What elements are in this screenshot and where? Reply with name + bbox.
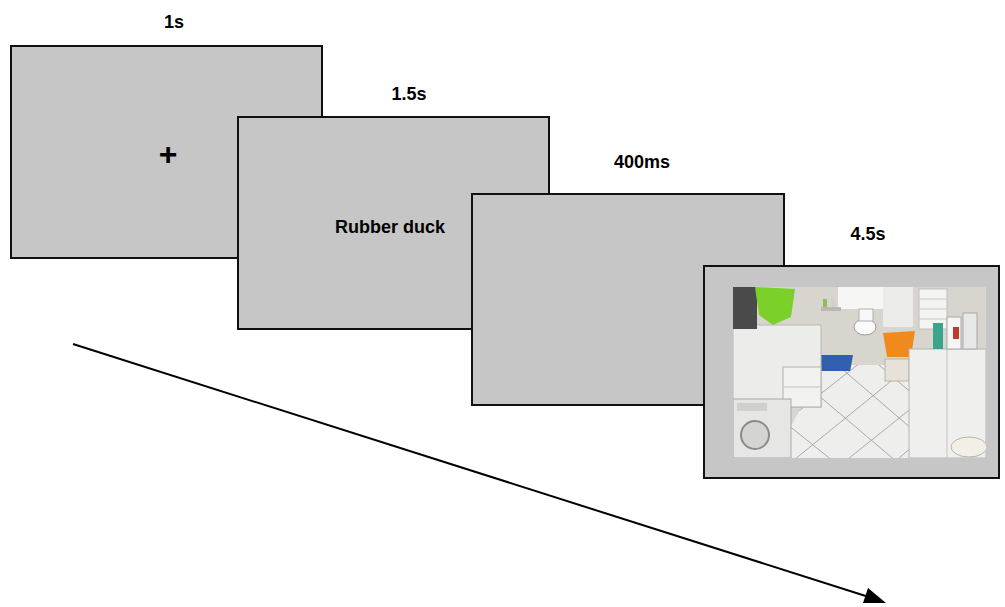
- screen-content: Rubber duck: [335, 217, 445, 238]
- bathroom-photo: [733, 287, 986, 458]
- screen-content: +: [159, 136, 178, 173]
- duration-label: 1.5s: [391, 84, 426, 105]
- duration-label: 4.5s: [850, 224, 885, 245]
- duration-label: 400ms: [614, 152, 670, 173]
- duration-label: 1s: [164, 12, 184, 33]
- time-arrow-head: [863, 588, 886, 603]
